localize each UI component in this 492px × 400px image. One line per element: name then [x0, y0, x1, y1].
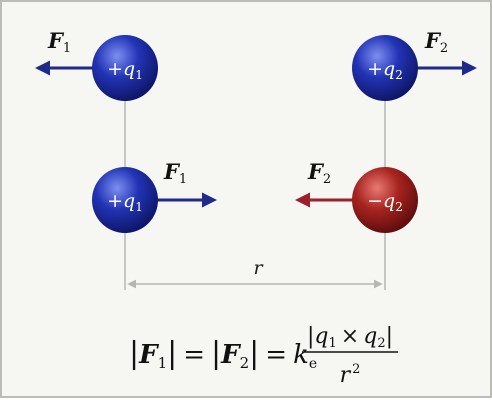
- formula-lhs: |F1|=|F2|=ke: [129, 336, 317, 372]
- formula-numerator: |q1×q2|: [307, 324, 393, 351]
- force-label-top-right: F2: [424, 28, 448, 56]
- charge-label-bottom-left: +q1: [107, 190, 143, 214]
- charge-bottom-right: [352, 167, 418, 233]
- force-label-bottom-left: F1: [163, 159, 187, 187]
- charge-top-right: [352, 35, 418, 101]
- force-label-top-left: F1: [47, 28, 71, 56]
- charge-label-top-right: +q2: [367, 58, 403, 82]
- charge-bottom-left: [92, 167, 158, 233]
- coulomb-law-diagram: r F1 +q1 F2 +q2 F1 +q1 F2 −q2 |F1|=|F2|=…: [35, 28, 477, 388]
- force-label-bottom-right: F2: [307, 159, 331, 187]
- charge-label-top-left: +q1: [107, 58, 143, 82]
- distance-label: r: [253, 257, 264, 279]
- charge-label-bottom-right: −q2: [367, 190, 403, 214]
- charge-top-left: [92, 35, 158, 101]
